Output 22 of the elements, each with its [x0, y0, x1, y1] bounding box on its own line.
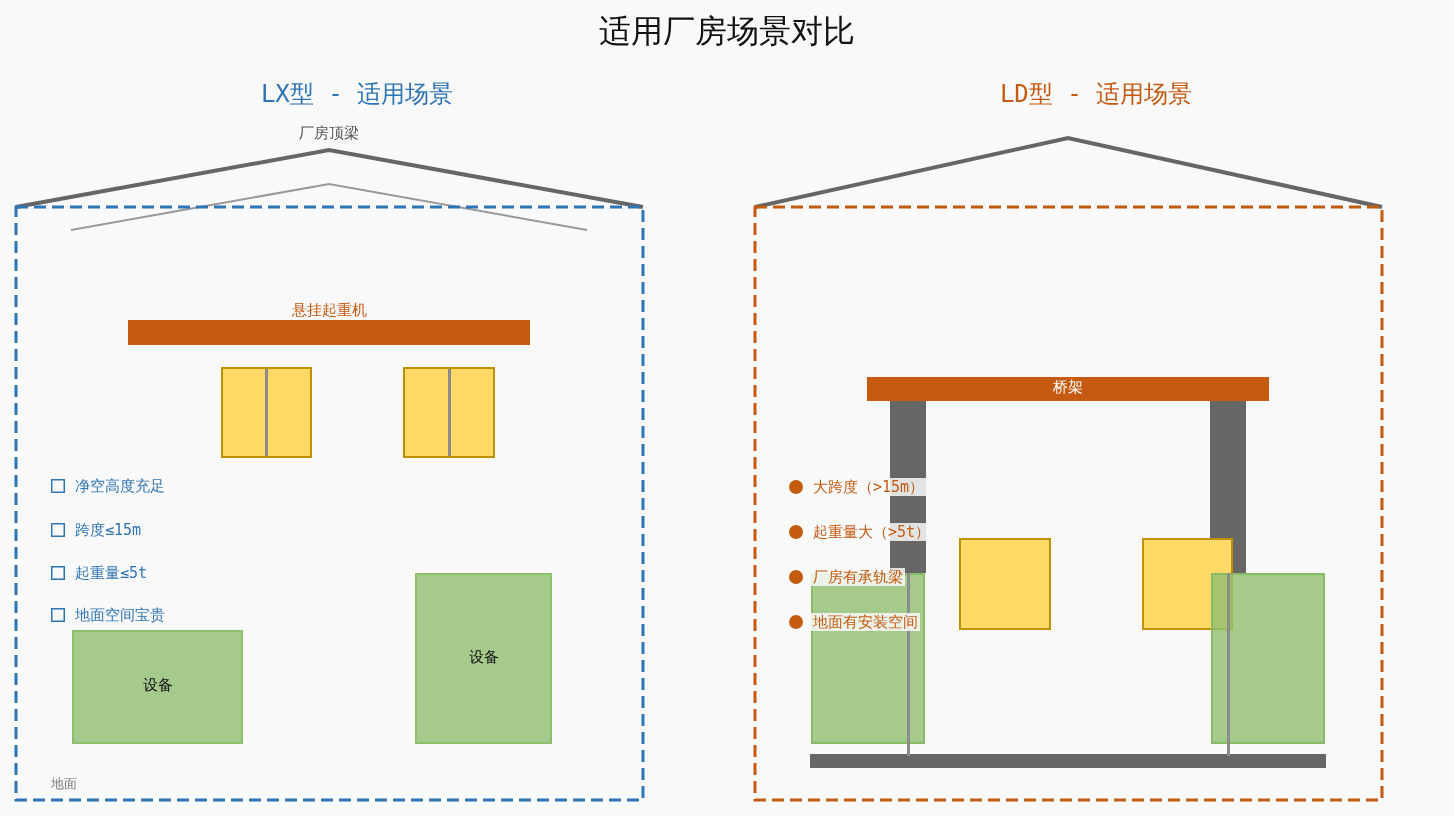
roof-label: 厂房顶梁 [299, 124, 359, 142]
equipment-label: 设备 [142, 676, 173, 694]
crane-label: 悬挂起重机 [291, 301, 367, 319]
requirement-text: 跨度≤15m [75, 521, 142, 539]
panel-heading: LX型 - 适用场景 [260, 80, 454, 109]
hoist-block [403, 367, 495, 458]
equipment-block [72, 630, 243, 744]
equipment-label: 设备 [468, 647, 499, 666]
floor-label: 地面 [51, 776, 77, 792]
bridge-girder [867, 377, 1269, 401]
girder-label: 桥架 [1053, 378, 1083, 396]
requirement-text: 净空高度充足 [75, 477, 165, 495]
equipment-block [415, 573, 552, 744]
hoist-block [959, 538, 1051, 630]
page-title: 适用厂房场景对比 [599, 12, 855, 51]
panel-heading: LD型 - 适用场景 [999, 80, 1193, 109]
requirement-text: 厂房有承轨梁 [811, 568, 905, 586]
hoist-block [221, 367, 312, 458]
requirement-text: 地面有安装空间 [811, 613, 920, 631]
requirement-text: 大跨度（>15m） [811, 478, 927, 496]
equipment-block [1211, 573, 1325, 744]
requirement-text: 起重量≤5t [75, 564, 148, 582]
